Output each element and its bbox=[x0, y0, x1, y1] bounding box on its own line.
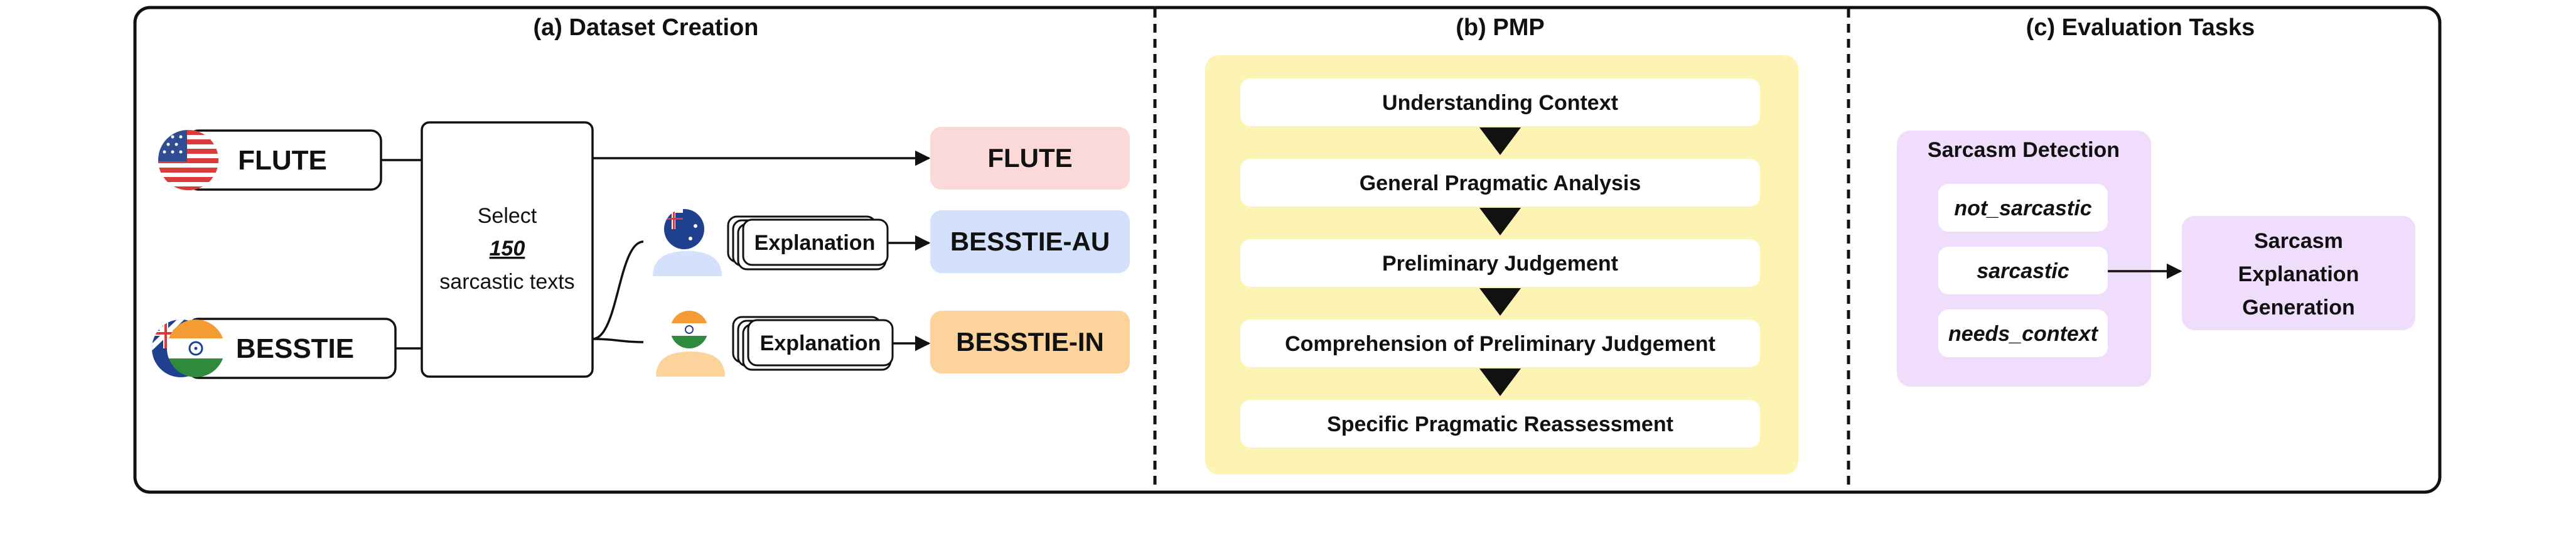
besstie-source-label: BESSTIE bbox=[236, 333, 354, 364]
generation-line-2: Explanation bbox=[2238, 262, 2359, 286]
generation-line-1: Sarcasm bbox=[2254, 229, 2343, 253]
besstie-au-output-label: BESSTIE-AU bbox=[950, 227, 1110, 256]
pmp-step-4: Comprehension of Preliminary Judgement bbox=[1285, 332, 1715, 356]
label-sarcastic: sarcastic bbox=[1977, 259, 2069, 283]
pmp-step-2: General Pragmatic Analysis bbox=[1360, 171, 1641, 195]
flute-output-label: FLUTE bbox=[987, 143, 1072, 173]
pmp-step-2-box bbox=[1240, 159, 1760, 207]
select-to-in-branch bbox=[592, 338, 644, 343]
pmp-step-3: Preliminary Judgement bbox=[1382, 252, 1618, 276]
besstie-in-output-box bbox=[930, 311, 1130, 373]
pmp-arrow-1 bbox=[1479, 127, 1521, 155]
panel-a-title: (a) Dataset Creation bbox=[534, 14, 759, 41]
flute-output-box bbox=[930, 127, 1130, 190]
outer-frame bbox=[133, 6, 2442, 494]
label-sarcastic-box bbox=[1938, 247, 2108, 294]
generation-line-3: Generation bbox=[2242, 296, 2354, 320]
label-not-sarcastic-box bbox=[1938, 184, 2108, 232]
panel-b-title: (b) PMP bbox=[1456, 14, 1544, 41]
pmp-arrow-4 bbox=[1479, 368, 1521, 396]
pmp-step-1-box bbox=[1240, 78, 1760, 126]
pmp-step-4-box bbox=[1240, 320, 1760, 367]
besstie-au-output-box bbox=[930, 210, 1130, 273]
besstie-in-output-label: BESSTIE-IN bbox=[956, 327, 1104, 357]
select-count: 150 bbox=[490, 237, 525, 261]
pmp-step-5: Specific Pragmatic Reassessment bbox=[1327, 412, 1673, 436]
sarcasm-detection-title: Sarcasm Detection bbox=[1928, 138, 2120, 162]
pmp-arrow-3 bbox=[1479, 288, 1521, 316]
flute-source-label: FLUTE bbox=[238, 145, 327, 176]
label-needs-context: needs_context bbox=[1948, 322, 2099, 346]
select-box bbox=[421, 121, 594, 378]
au-explanation-label: Explanation bbox=[754, 231, 876, 255]
panel-c-title: (c) Evaluation Tasks bbox=[2026, 14, 2255, 41]
explanation-generation-box bbox=[2182, 216, 2415, 330]
select-line3: sarcastic texts bbox=[439, 270, 574, 294]
in-explanation-label: Explanation bbox=[760, 331, 881, 355]
pmp-arrow-2 bbox=[1479, 208, 1521, 235]
pmp-step-3-box bbox=[1240, 239, 1760, 287]
pmp-step-5-box bbox=[1240, 400, 1760, 448]
select-line1: Select bbox=[478, 204, 537, 228]
select-to-au-branch bbox=[592, 240, 644, 340]
pmp-step-1: Understanding Context bbox=[1382, 91, 1618, 115]
au-annotator-icon bbox=[653, 209, 722, 276]
label-needs-context-box bbox=[1938, 309, 2108, 357]
label-not-sarcastic: not_sarcastic bbox=[1954, 196, 2091, 220]
in-annotator-icon bbox=[656, 311, 725, 377]
